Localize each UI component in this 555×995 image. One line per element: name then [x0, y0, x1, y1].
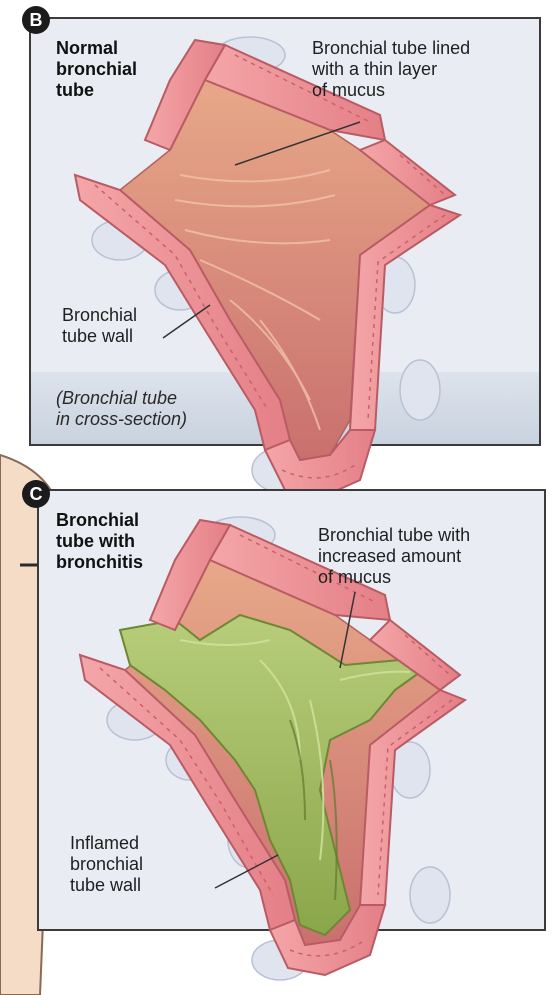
panel-b-callout-mucus-line-1: Bronchial tube lined [312, 38, 470, 59]
panel-b-title-line-2: bronchial [56, 59, 137, 80]
panel-b-note: (Bronchial tube in cross-section) [56, 388, 187, 430]
panel-c-callout-wall-line-2: bronchial [70, 854, 143, 875]
panel-b-title: Normal bronchial tube [56, 38, 137, 101]
panel-c-callout-wall-line-1: Inflamed [70, 833, 143, 854]
panel-c-title-line-3: bronchitis [56, 552, 143, 573]
panel-b-note-line-1: (Bronchial tube [56, 388, 187, 409]
panel-b-callout-wall-line-2: tube wall [62, 326, 137, 347]
panel-b-letter-badge: B [22, 6, 50, 34]
panel-c-callout-mucus: Bronchial tube with increased amount of … [318, 525, 470, 588]
panel-b-callout-mucus-line-2: with a thin layer [312, 59, 470, 80]
panel-b-callout-wall: Bronchial tube wall [62, 305, 137, 347]
panel-b-title-line-3: tube [56, 80, 137, 101]
panel-c-title: Bronchial tube with bronchitis [56, 510, 143, 573]
panel-b-callout-wall-line-1: Bronchial [62, 305, 137, 326]
panel-c-letter-badge: C [22, 480, 50, 508]
panel-c-callout-wall: Inflamed bronchial tube wall [70, 833, 143, 896]
panel-c-title-line-2: tube with [56, 531, 143, 552]
panel-b-title-line-1: Normal [56, 38, 137, 59]
panel-c-callout-wall-line-3: tube wall [70, 875, 143, 896]
panel-c-callout-mucus-line-2: increased amount [318, 546, 470, 567]
panel-b-callout-mucus-line-3: of mucus [312, 80, 470, 101]
panel-c-callout-mucus-line-1: Bronchial tube with [318, 525, 470, 546]
panel-c-title-line-1: Bronchial [56, 510, 143, 531]
panel-b-callout-mucus: Bronchial tube lined with a thin layer o… [312, 38, 470, 101]
panel-c-callout-mucus-line-3: of mucus [318, 567, 470, 588]
panel-b-note-line-2: in cross-section) [56, 409, 187, 430]
